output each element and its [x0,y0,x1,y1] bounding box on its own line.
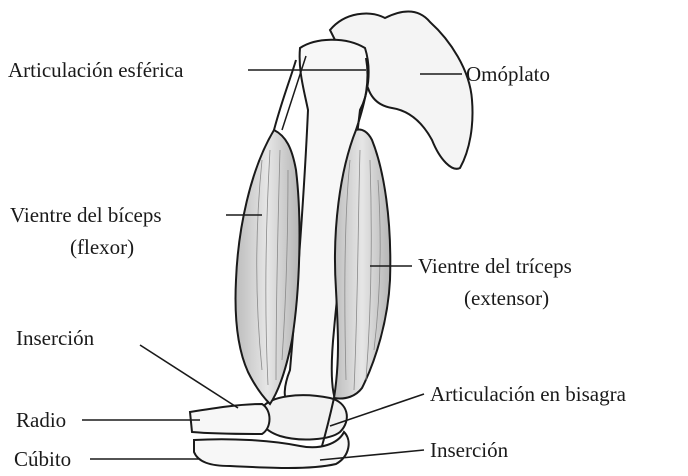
label-scapula: Omóplato [466,62,550,86]
radius-shape [190,404,270,434]
label-triceps-role: (extensor) [464,286,549,310]
label-insertion-top: Inserción [16,326,94,350]
label-ulna: Cúbito [14,447,71,471]
label-biceps-role: (flexor) [70,235,134,259]
label-ball-joint: Articulación esférica [8,58,184,82]
label-radius: Radio [16,408,66,432]
label-insertion-bottom: Inserción [430,438,508,462]
leader-insertion-top [140,345,238,408]
label-hinge-joint: Articulación en bisagra [430,382,626,406]
label-biceps-belly: Vientre del bíceps [10,203,162,227]
label-triceps-belly: Vientre del tríceps [418,254,572,278]
